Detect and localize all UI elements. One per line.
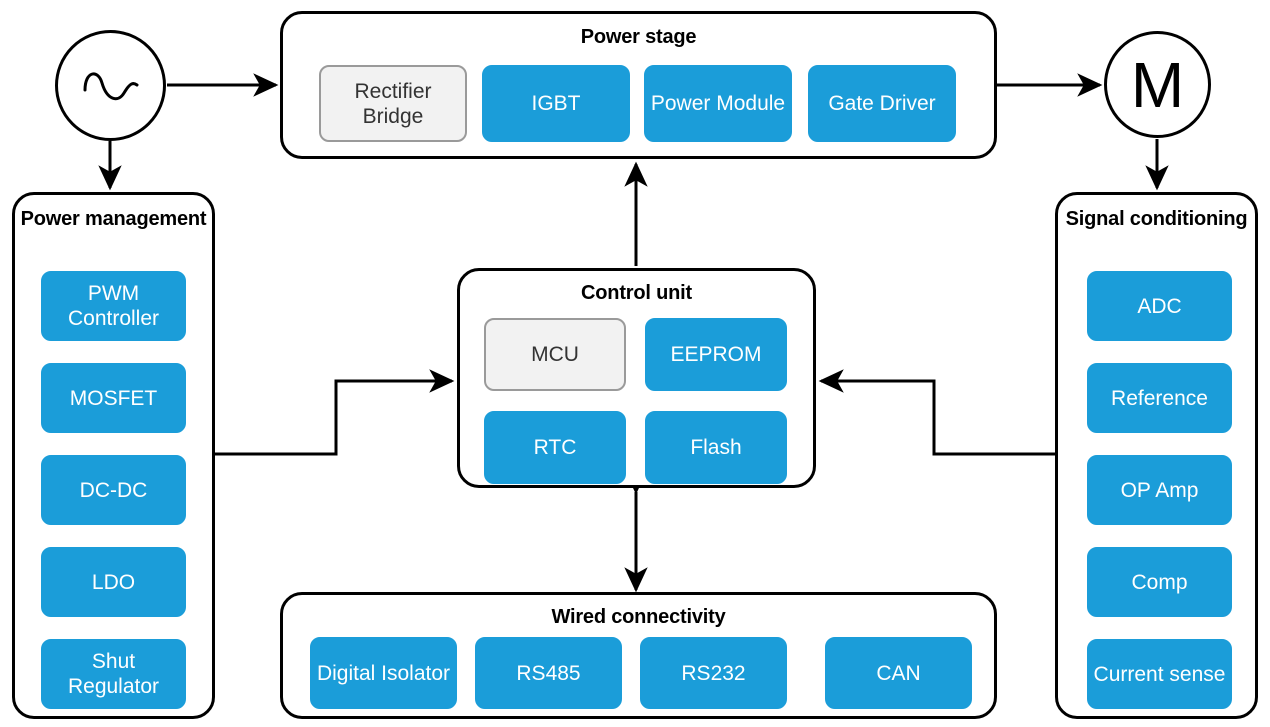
group-signal-conditioning[interactable]: Signal conditioning ADC Reference OP Amp…: [1055, 192, 1258, 719]
block-label: Current sense: [1093, 662, 1226, 686]
block-igbt[interactable]: IGBT: [482, 65, 630, 142]
block-flash[interactable]: Flash: [645, 411, 787, 484]
block-digital-isolator[interactable]: Digital Isolator: [310, 637, 457, 709]
block-label: IGBT: [531, 92, 581, 115]
block-label: PWM Controller: [67, 282, 160, 330]
block-label: MCU: [531, 343, 579, 366]
block-rtc[interactable]: RTC: [484, 411, 626, 484]
block-label: Rectifier Bridge: [354, 79, 432, 128]
control-unit-title: Control unit: [581, 282, 692, 304]
block-gate-driver[interactable]: Gate Driver: [808, 65, 956, 142]
block-dc-dc[interactable]: DC-DC: [41, 455, 186, 525]
block-mcu[interactable]: MCU: [484, 318, 626, 391]
wired-connectivity-title: Wired connectivity: [551, 606, 726, 628]
block-label: RS232: [681, 661, 746, 685]
block-comp[interactable]: Comp: [1087, 547, 1232, 617]
block-current-sense[interactable]: Current sense: [1087, 639, 1232, 709]
block-reference[interactable]: Reference: [1087, 363, 1232, 433]
block-label: EEPROM: [670, 343, 762, 366]
group-power-management[interactable]: Power management PWM Controller MOSFET D…: [12, 192, 215, 719]
block-label: Gate Driver: [828, 92, 936, 115]
motor[interactable]: M: [1104, 31, 1211, 138]
block-label: Flash: [690, 436, 742, 459]
block-label: MOSFET: [69, 386, 158, 410]
power-management-title: Power management: [20, 208, 207, 230]
block-label: RTC: [533, 436, 577, 459]
block-shut-regulator[interactable]: Shut Regulator: [41, 639, 186, 709]
signal-conditioning-title: Signal conditioning: [1065, 208, 1248, 230]
block-label: Power Module: [650, 92, 786, 115]
wire-power-management-to-control-unit: [215, 369, 455, 456]
block-eeprom[interactable]: EEPROM: [645, 318, 787, 391]
block-label: Comp: [1131, 570, 1188, 594]
sine-wave-icon: [83, 72, 138, 100]
motor-label: M: [1130, 48, 1185, 121]
block-rs485[interactable]: RS485: [475, 637, 622, 709]
block-label: ADC: [1137, 294, 1182, 318]
block-op-amp[interactable]: OP Amp: [1087, 455, 1232, 525]
block-power-module[interactable]: Power Module: [644, 65, 792, 142]
block-ldo[interactable]: LDO: [41, 547, 186, 617]
block-rectifier-bridge[interactable]: Rectifier Bridge: [319, 65, 467, 142]
block-label: Reference: [1111, 386, 1208, 410]
power-stage-title: Power stage: [580, 26, 697, 48]
block-label: RS485: [516, 661, 581, 685]
block-adc[interactable]: ADC: [1087, 271, 1232, 341]
block-rs232[interactable]: RS232: [640, 637, 787, 709]
ac-source[interactable]: [55, 30, 166, 141]
block-can[interactable]: CAN: [825, 637, 972, 709]
block-mosfet[interactable]: MOSFET: [41, 363, 186, 433]
group-control-unit[interactable]: Control unit MCU EEPROM RTC Flash: [457, 268, 816, 488]
block-label: Shut Regulator: [67, 650, 160, 698]
block-pwm-controller[interactable]: PWM Controller: [41, 271, 186, 341]
block-label: DC-DC: [79, 478, 148, 502]
block-label: CAN: [876, 661, 921, 685]
wire-signal-conditioning-to-control-unit: [818, 369, 1055, 456]
group-power-stage[interactable]: Power stage Rectifier Bridge IGBT Power …: [280, 11, 997, 159]
block-label: OP Amp: [1120, 478, 1199, 502]
block-label: Digital Isolator: [316, 661, 451, 685]
group-wired-connectivity[interactable]: Wired connectivity Digital Isolator RS48…: [280, 592, 997, 719]
block-label: LDO: [91, 570, 136, 594]
